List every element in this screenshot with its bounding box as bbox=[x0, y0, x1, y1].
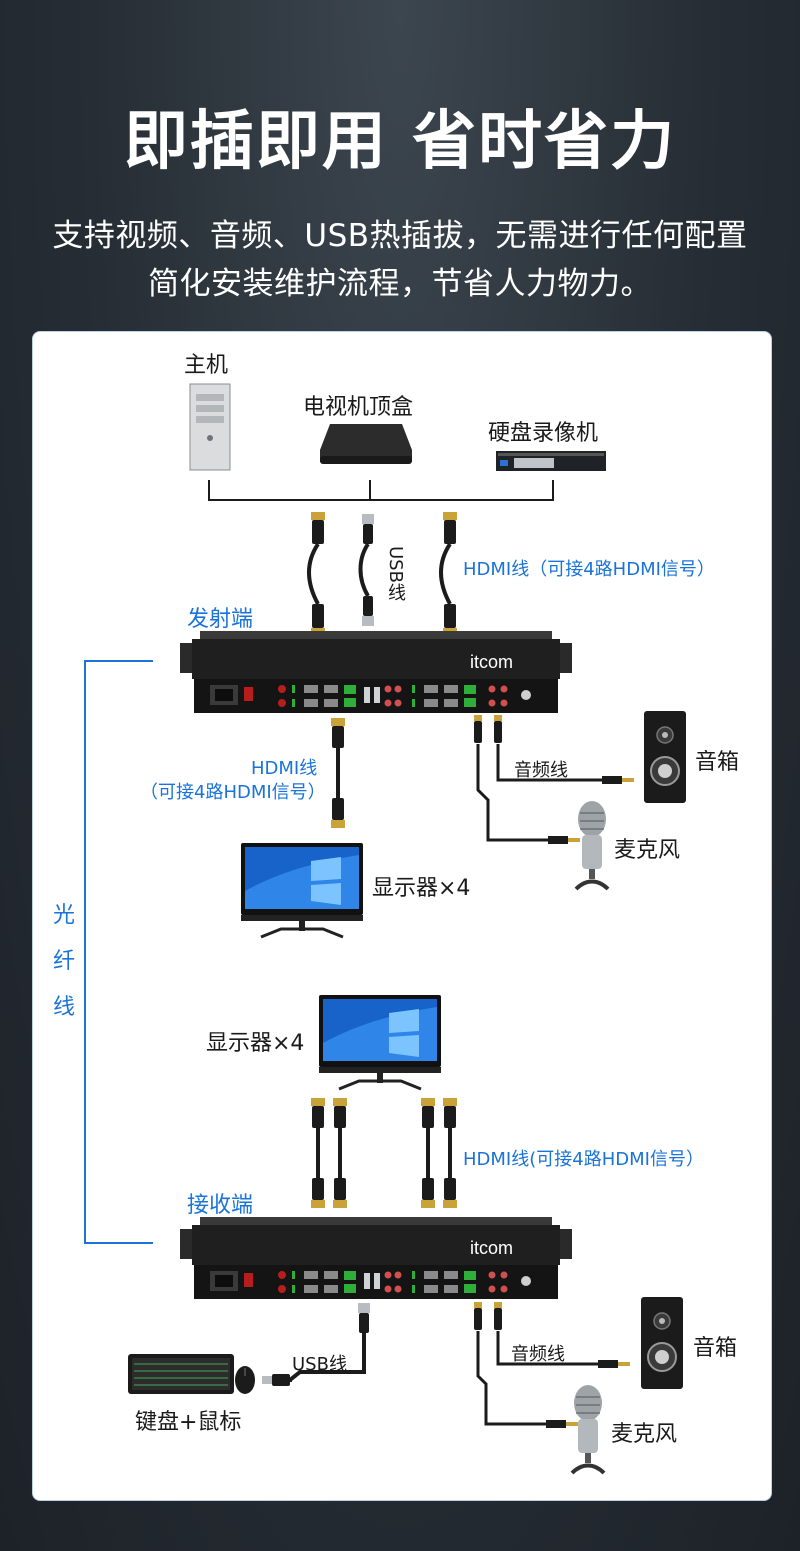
speaker-tx-label: 音箱 bbox=[695, 750, 740, 775]
monitor-tx-label: 显示器×4 bbox=[372, 876, 471, 901]
receiver-device-icon bbox=[180, 1217, 572, 1299]
hdmi-cable-1-icon bbox=[307, 510, 327, 638]
mouse-icon bbox=[235, 1366, 255, 1394]
transmitter-device-icon bbox=[180, 631, 572, 713]
audio-plug-icon bbox=[494, 1302, 502, 1330]
mic-tx-label: 麦克风 bbox=[614, 838, 681, 863]
keyboard-icon bbox=[128, 1354, 234, 1394]
audio-plug-icon bbox=[494, 715, 502, 743]
mic-rx-label: 麦克风 bbox=[611, 1422, 678, 1447]
hdmi-cable-top-label: HDMI线（可接4路HDMI信号） bbox=[463, 559, 715, 580]
keyboard-mouse-label: 键盘+鼠标 bbox=[135, 1410, 242, 1435]
mic-tx-icon bbox=[574, 799, 610, 891]
nvr-icon bbox=[496, 451, 606, 471]
host-pc-icon bbox=[189, 383, 231, 471]
settop-box-icon bbox=[320, 424, 412, 464]
subtitle-line-1: 支持视频、音频、USB热插拔，无需进行任何配置 bbox=[52, 218, 748, 254]
audio-cable-rx-label: 音频线 bbox=[511, 1344, 565, 1365]
hdmi-cable-rx-2-icon bbox=[331, 1096, 349, 1210]
brand-logo-rx: itcom bbox=[470, 1238, 513, 1258]
audio-plug-icon bbox=[474, 715, 482, 743]
fiber-bracket bbox=[84, 660, 153, 1244]
usb-cable-rx-icon bbox=[262, 1303, 370, 1386]
mic-rx-icon bbox=[570, 1383, 606, 1475]
hdmi-cable-mid-label-2: （可接4路HDMI信号） bbox=[140, 782, 326, 803]
speaker-tx-icon bbox=[643, 710, 687, 804]
usb-cable-icon bbox=[358, 512, 376, 628]
page-title: 即插即用 省时省力 bbox=[123, 105, 677, 179]
speaker-rx-label: 音箱 bbox=[693, 1336, 738, 1361]
monitor-tx-icon bbox=[239, 841, 365, 939]
hdmi-cable-rx-1-icon bbox=[309, 1096, 327, 1210]
host-label: 主机 bbox=[184, 353, 229, 378]
speaker-rx-icon bbox=[640, 1296, 684, 1390]
hdmi-cable-mid-icon bbox=[329, 716, 347, 830]
subtitle-line-2: 简化安装维护流程，节省人力物力。 bbox=[148, 266, 652, 302]
settop-box-label: 电视机顶盒 bbox=[303, 395, 414, 420]
monitor-rx-label: 显示器×4 bbox=[206, 1031, 305, 1056]
usb-cable-vertical-label: USB线 bbox=[385, 546, 406, 601]
receiver-label: 接收端 bbox=[187, 1193, 254, 1218]
hdmi-cable-mid-label-1: HDMI线 bbox=[251, 758, 318, 779]
brand-logo-tx: itcom bbox=[470, 652, 513, 672]
hdmi-cable-rx-3-icon bbox=[419, 1096, 437, 1210]
audio-plug-icon bbox=[474, 1302, 482, 1330]
monitor-rx-icon bbox=[317, 993, 443, 1091]
nvr-label: 硬盘录像机 bbox=[488, 421, 599, 446]
transmitter-label: 发射端 bbox=[187, 607, 254, 632]
hdmi-cable-rx-4-icon bbox=[441, 1096, 459, 1210]
fiber-cable-label: 光纤线 bbox=[52, 903, 75, 1020]
audio-cable-tx-label: 音频线 bbox=[514, 760, 568, 781]
hdmi-cable-rx-label: HDMI线(可接4路HDMI信号） bbox=[463, 1149, 704, 1170]
usb-cable-rx-label: USB线 bbox=[292, 1354, 347, 1375]
hdmi-cable-2-icon bbox=[439, 510, 459, 638]
